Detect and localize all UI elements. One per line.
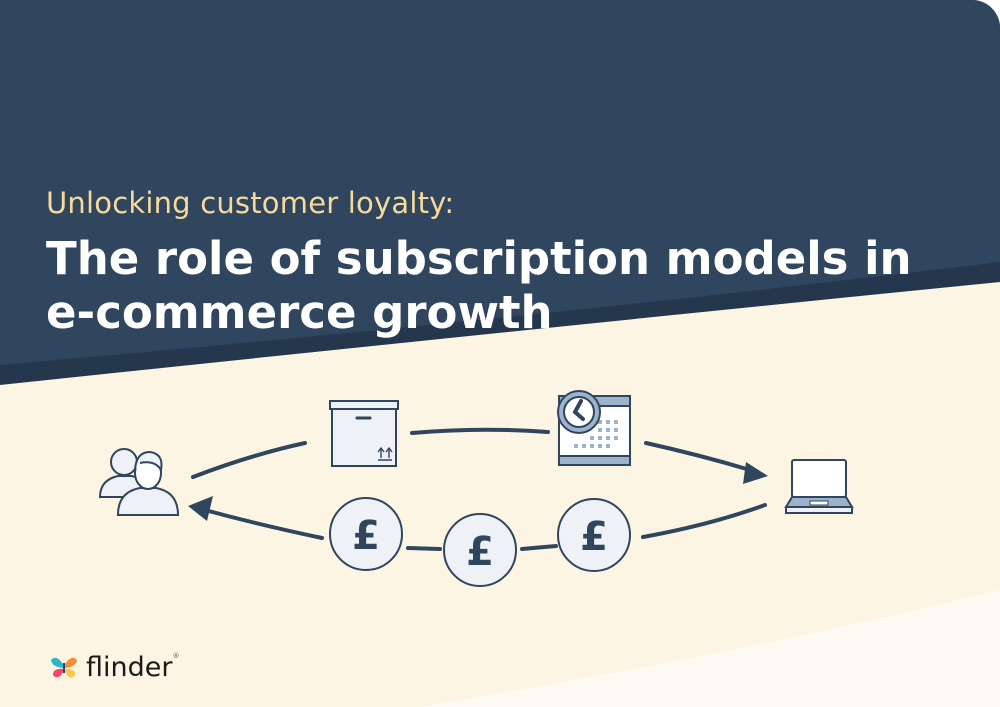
title-line-1: The role of subscription models in	[46, 232, 912, 285]
pound-coin-icon	[557, 498, 631, 572]
box-icon	[329, 400, 399, 467]
coin-symbol: £	[352, 513, 380, 559]
brand-name: flinder®	[86, 652, 180, 683]
arrow-calendar-to-laptop	[644, 441, 752, 472]
arrow-head-users	[188, 496, 213, 521]
butterfly-logo-icon	[51, 657, 77, 677]
coin-link-1	[520, 544, 558, 551]
arrow-laptop-to-coin	[641, 503, 767, 539]
laptop-icon	[784, 459, 854, 514]
calendar-clock-icon	[557, 390, 631, 466]
pound-coins	[329, 497, 631, 587]
arrow-box-to-calendar	[410, 427, 550, 435]
light-curve	[420, 590, 1000, 707]
pound-coin-icon	[329, 497, 403, 571]
flinder-logo: flinder®	[50, 652, 179, 683]
title-line-2: e-commerce growth	[46, 286, 553, 339]
subtitle: Unlocking customer loyalty:	[46, 186, 455, 220]
arrow-head-laptop	[743, 462, 768, 484]
pound-coin-icon	[443, 513, 517, 587]
header-background	[0, 0, 1000, 365]
page-title: The role of subscription models in e-com…	[46, 232, 946, 340]
coin-symbol: £	[466, 529, 494, 575]
arrow-users-to-box	[191, 441, 307, 479]
coin-link-2	[406, 546, 442, 551]
coin-symbol: £	[580, 514, 608, 560]
arrow-coin-to-users	[203, 508, 324, 540]
users-icon	[98, 448, 180, 516]
